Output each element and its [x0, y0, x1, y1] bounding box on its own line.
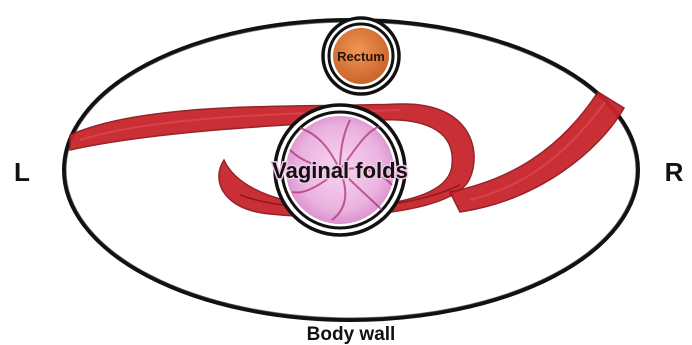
right-side-label: R — [665, 157, 684, 187]
vaginal-folds-label: Vaginal folds — [272, 158, 408, 183]
body-wall-label: Body wall — [307, 324, 396, 345]
left-side-label: L — [14, 157, 30, 187]
rectum-label: Rectum — [337, 49, 385, 64]
